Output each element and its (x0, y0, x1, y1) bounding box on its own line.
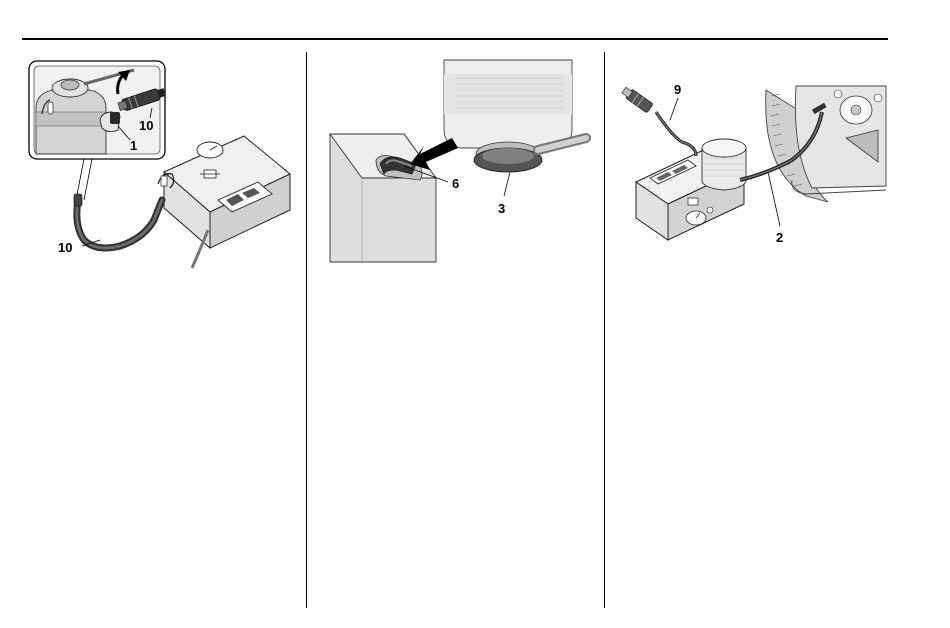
illustration-compressor-hose: 1 10 (22, 50, 302, 280)
callout-1: 1 (130, 138, 137, 153)
callout-2: 2 (776, 230, 783, 245)
illustration-canister-seating: 6 3 (324, 50, 594, 280)
header-rule (22, 38, 888, 40)
callout-3: 3 (498, 201, 505, 216)
illustration-kit-on-tire: 9 2 (616, 50, 896, 280)
callout-10-hose: 10 (58, 240, 72, 255)
figure-sealant-canister-seating: 6 3 (324, 50, 594, 280)
compressor-unit (158, 136, 290, 248)
column-divider-left (306, 52, 307, 608)
inset-detail (29, 61, 167, 159)
sealant-canister (444, 60, 586, 172)
sealant-canister (702, 139, 746, 190)
callout-9: 9 (674, 82, 681, 97)
tire-and-wheel (766, 80, 886, 202)
callout-10-inset: 10 (139, 118, 153, 133)
column-divider-right (604, 52, 605, 608)
callout-6: 6 (452, 176, 459, 191)
figure-kit-connected-to-tire: 9 2 (616, 50, 896, 280)
figure-compressor-hose-connection: 1 10 (22, 50, 302, 280)
